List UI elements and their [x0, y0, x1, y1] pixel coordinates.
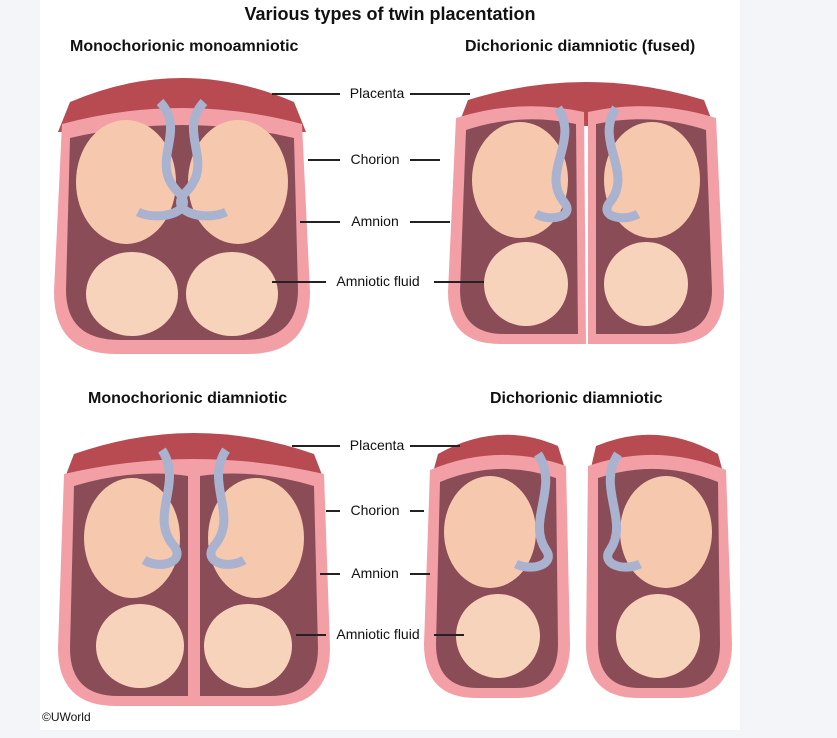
leader-line-placenta-left-b: [292, 445, 340, 447]
fetus-head-1: [456, 594, 540, 678]
panel-title-mono-di: Monochorionic diamniotic: [88, 390, 288, 407]
fetus-head-2: [204, 604, 292, 688]
panel-title-di-di-fused: Dichorionic diamniotic (fused): [465, 38, 696, 55]
uterus-mono-mono: [54, 78, 310, 354]
copyright-credit: ©UWorld: [42, 710, 91, 724]
label-amniotic-fluid-bottom: Amniotic fluid: [336, 626, 420, 642]
figure-canvas: Various types of twin placentation Monoc…: [40, 0, 740, 730]
leader-line-amnion-right: [410, 221, 450, 223]
uterus-di-di-left: [424, 434, 570, 698]
fetus-body-2: [620, 476, 712, 588]
leader-line-chorion-left-b: [326, 510, 340, 512]
fetus-head-1: [96, 604, 184, 688]
leader-line-placenta-left: [272, 93, 340, 95]
leader-line-amnion-left: [300, 221, 340, 223]
leader-line-fluid-right-b: [434, 634, 464, 636]
umbilical-cord-1: [141, 447, 182, 569]
uterus-di-di-fused: [448, 82, 724, 344]
fetus-body-2: [604, 122, 700, 238]
umbilical-cord-1: [513, 451, 553, 572]
fetus-head-2: [186, 252, 278, 336]
umbilical-cord-2: [176, 98, 229, 221]
uterus-di-di-right: [586, 434, 732, 698]
leader-line-chorion-right: [410, 159, 440, 161]
panel-title-mono-mono: Monochorionic monoamniotic: [70, 38, 299, 55]
fetus-head-1: [86, 252, 178, 336]
umbilical-cord-2: [206, 447, 247, 569]
figure-title: Various types of twin placentation: [244, 4, 536, 24]
leader-line-placenta-right: [410, 93, 470, 95]
umbilical-cord-2: [603, 451, 643, 572]
amnion-septum: [188, 474, 200, 698]
fetus-head-2: [604, 242, 688, 326]
fetus-head-2: [616, 594, 700, 678]
label-amnion-bottom: Amnion: [351, 565, 399, 581]
leader-line-amnion-right-b: [410, 573, 430, 575]
leader-line-chorion-right-b: [410, 510, 424, 512]
leader-line-placenta-right-b: [410, 445, 460, 447]
uterus-mono-di: [58, 433, 330, 706]
label-amniotic-fluid-top: Amniotic fluid: [336, 273, 420, 289]
leader-line-amnion-left-b: [320, 573, 340, 575]
leader-line-fluid-right: [434, 281, 484, 283]
leader-line-fluid-left-b: [296, 634, 326, 636]
umbilical-cord-1: [135, 98, 188, 221]
label-placenta-bottom: Placenta: [349, 437, 405, 453]
umbilical-cord-2: [602, 105, 641, 223]
leader-line-fluid-left: [272, 281, 326, 283]
label-chorion-top: Chorion: [350, 151, 400, 167]
fetus-body-2: [188, 120, 288, 244]
label-chorion-bottom: Chorion: [350, 502, 400, 518]
fetus-head-1: [484, 242, 568, 326]
umbilical-cord-1: [533, 105, 572, 223]
fetus-body-1: [76, 120, 176, 244]
panel-title-di-di: Dichorionic diamniotic: [490, 390, 663, 407]
label-amnion-top: Amnion: [351, 213, 399, 229]
leader-line-chorion-left: [308, 159, 340, 161]
label-placenta-top: Placenta: [349, 85, 405, 101]
fetus-body-1: [444, 476, 536, 588]
fetus-body-1: [472, 122, 568, 238]
